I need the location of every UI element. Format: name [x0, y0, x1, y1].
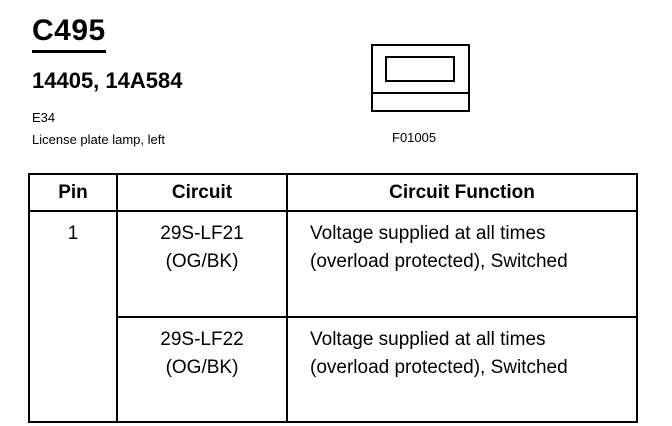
column-header-circuit: Circuit: [116, 173, 288, 212]
circuit-color: (OG/BK): [165, 356, 239, 378]
circuit-number: 29S-LF22: [160, 328, 244, 350]
connector-description: License plate lamp, left: [32, 132, 165, 147]
part-numbers: 14405, 14A584: [32, 68, 183, 93]
connector-rail: [373, 92, 468, 94]
circuit-function-cell: Voltage supplied at all times (overload …: [286, 210, 638, 318]
table-header-row: Pin Circuit Circuit Function: [28, 173, 638, 212]
pin-table: Pin Circuit Circuit Function 1 29S-LF21 …: [28, 173, 638, 423]
column-header-pin: Pin: [28, 173, 118, 212]
circuit-cell: 29S-LF21 (OG/BK): [116, 210, 288, 318]
connector-cavity: [385, 56, 455, 82]
connector-face-icon: [371, 44, 470, 112]
table-row: 29S-LF22 (OG/BK) Voltage supplied at all…: [29, 315, 638, 423]
circuit-function-line: Voltage supplied at all times: [310, 328, 546, 350]
circuit-color: (OG/BK): [165, 251, 239, 272]
circuit-number: 29S-LF21: [160, 223, 244, 244]
table-row: 1 29S-LF21 (OG/BK) Voltage supplied at a…: [28, 210, 638, 423]
location-code: E34: [32, 110, 56, 125]
figure-code: F01005: [392, 130, 437, 145]
circuit-cell: 29S-LF22 (OG/BK): [116, 315, 288, 423]
circuit-function-line: Voltage supplied at all times: [310, 223, 546, 244]
circuit-function-cell: Voltage supplied at all times (overload …: [286, 315, 638, 423]
circuit-function-line: (overload protected), Switched: [310, 251, 568, 272]
circuit-function-line: (overload protected), Switched: [310, 356, 568, 378]
pin-number: 1: [28, 210, 118, 423]
column-header-circuit-function: Circuit Function: [286, 173, 638, 212]
connector-id: C495: [32, 14, 106, 53]
